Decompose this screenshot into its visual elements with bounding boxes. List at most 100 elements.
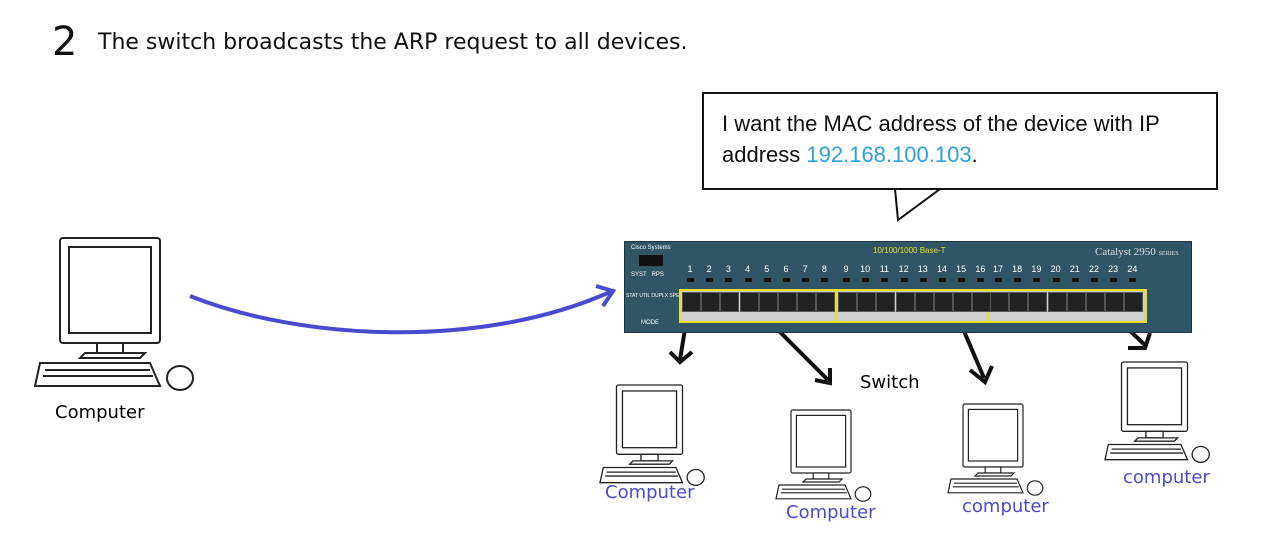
port-type: 10/100/1000 Base-T [873,246,946,255]
port-led [763,278,771,282]
bubble-text: I want the MAC address of the device wit… [722,111,1160,167]
computer-icon [599,384,705,486]
port-number: 16 [975,264,986,274]
ethernet-port [797,292,817,312]
port-led [862,278,870,282]
ethernet-port [1124,292,1144,312]
switch-model: Catalyst 2950 SERIES [1095,246,1179,258]
port-led [843,278,850,282]
switch-label: Switch [860,372,920,393]
port-led [1091,278,1098,282]
ethernet-port [816,292,836,312]
receiver-label: Computer [605,482,695,503]
port-led [821,278,829,282]
ethernet-port [972,292,992,312]
port-number: 8 [821,264,827,274]
slide-title: The switch broadcasts the ARP request to… [98,30,688,55]
ethernet-port [720,292,740,312]
ethernet-port [758,292,778,312]
port-led [725,278,733,282]
port-number: 1 [687,264,693,274]
ethernet-port [1047,292,1067,312]
port-number: 14 [936,264,947,274]
ethernet-port [682,292,701,312]
port-number: 13 [917,264,928,274]
ethernet-port [1009,292,1029,312]
port-number: 17 [992,264,1003,274]
ip-address: 192.168.100.103 [806,142,972,167]
ethernet-port [739,292,759,312]
computer-icon [33,237,194,391]
port-number: 12 [898,264,909,274]
port-led [1014,278,1022,282]
port-led [706,278,714,282]
speech-bubble: I want the MAC address of the device wit… [702,92,1218,190]
receiver-label: computer [962,496,1049,517]
ethernet-port [1105,292,1125,312]
ethernet-port [953,292,973,312]
port-number: 9 [843,264,849,274]
ethernet-port [990,292,1009,312]
sender-label: Computer [55,402,145,423]
port-led [977,278,985,282]
port-number: 7 [802,264,808,274]
port-number: 23 [1108,264,1119,274]
ethernet-port [876,292,896,312]
ethernet-port [1066,292,1086,312]
port-led [687,278,694,282]
receiver-label: Computer [786,502,876,523]
mode-button: MODE [641,320,659,326]
port-number: 18 [1012,264,1023,274]
switch-brand: Cisco Systems [631,245,671,251]
port-number: 3 [725,264,731,274]
port-led [1033,278,1041,282]
port-number: 21 [1069,264,1080,274]
port-led [1052,278,1060,282]
switch-leds-1: SYST RPS [631,272,664,278]
port-number: 2 [706,264,712,274]
switch-leds-2: STAT UTIL DUPLX SPEED [626,293,687,299]
port-number: 20 [1050,264,1061,274]
ethernet-port [778,292,797,312]
port-led [1071,278,1079,282]
ethernet-port [857,292,877,312]
port-led [919,278,927,282]
computer-icon [775,409,872,502]
ethernet-port [1086,292,1105,312]
ethernet-port [934,292,953,312]
port-number: 15 [956,264,967,274]
ethernet-port [701,292,721,312]
ethernet-port [914,292,934,312]
port-led [783,278,790,282]
port-number: 22 [1088,264,1099,274]
port-led [958,278,966,282]
receiver-label: computer [1123,467,1210,488]
port-led [1129,278,1137,282]
port-led [995,278,1002,282]
computer-icon [947,403,1044,496]
port-led [1110,278,1118,282]
port-number: 24 [1127,264,1138,274]
ethernet-port [1028,292,1048,312]
ethernet-port [838,292,857,312]
port-number: 10 [860,264,871,274]
port-number: 11 [879,264,890,274]
network-switch: Cisco Systems SYST RPS STAT UTIL DUPLX S… [624,241,1192,333]
port-led [939,278,946,282]
port-led [881,278,889,282]
broadcast-arrow [189,290,611,335]
bubble-tail [893,188,944,222]
port-number: 5 [764,264,770,274]
port-led [802,278,810,282]
step-number: 2 [52,19,78,65]
computer-icon [1104,361,1210,463]
port-led [900,278,908,282]
ethernet-port [895,292,915,312]
port-number: 6 [783,264,789,274]
bubble-period: . [971,142,978,167]
port-number: 4 [745,264,751,274]
cisco-logo-icon [639,255,663,266]
arrowhead [595,284,617,308]
port-number: 19 [1031,264,1042,274]
